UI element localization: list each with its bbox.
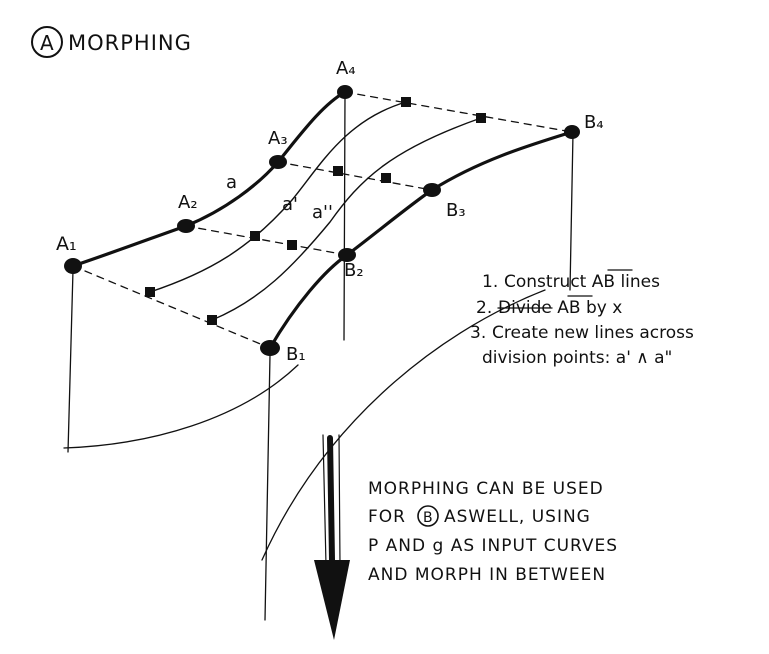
control-points <box>64 85 580 356</box>
curve-a <box>71 90 347 268</box>
arrow-head <box>314 560 350 640</box>
step-1-number: 1. <box>482 272 498 292</box>
arrow-shaft <box>327 435 335 563</box>
note-line-2-suffix: ASWELL, USING <box>444 507 591 527</box>
division-marker <box>145 287 155 297</box>
note-badge-circle <box>417 505 439 527</box>
dashed-line-1 <box>72 265 271 349</box>
label-a4: A₄ <box>336 58 356 79</box>
intermediate-curves <box>149 101 482 321</box>
division-marker <box>250 231 260 241</box>
down-arrow <box>314 434 350 640</box>
title-badge-circle <box>31 26 63 58</box>
vertical-line-a1 <box>67 269 74 453</box>
division-marker <box>207 315 217 325</box>
vertical-line-a4 <box>343 94 346 341</box>
curve-a-double-prime <box>211 117 482 321</box>
note-badge-letter: B <box>423 510 433 526</box>
note-line-3: P AND g AS INPUT CURVES <box>368 536 618 556</box>
base-curves <box>63 289 546 561</box>
division-marker <box>333 166 343 176</box>
division-marker <box>476 113 486 123</box>
title-badge-letter: A <box>40 31 54 55</box>
note-line-1: MORPHING CAN BE USED <box>368 479 604 499</box>
step-3-continuation: division points: a' ∧ a" <box>482 348 672 368</box>
step-2-text: Divide AB by x <box>498 298 622 318</box>
vertical-line-b1 <box>264 354 271 621</box>
note-line-4: AND MORPH IN BETWEEN <box>368 565 606 585</box>
point-a2 <box>177 219 195 233</box>
title-group: A MORPHING <box>31 26 192 58</box>
label-b3: B₃ <box>446 200 466 221</box>
point-b3 <box>423 183 441 197</box>
base-curve-left <box>63 364 299 449</box>
step-3-number: 3. <box>470 323 486 343</box>
vertical-lines <box>67 94 574 621</box>
note-line-2-prefix: FOR <box>368 507 406 527</box>
step-2-number: 2. <box>476 298 492 318</box>
point-a4 <box>337 85 353 99</box>
label-curve-a: a <box>226 172 237 193</box>
division-markers <box>145 97 486 325</box>
vertical-line-b4 <box>569 132 574 291</box>
label-b1: B₁ <box>286 344 306 365</box>
curve-a-prime <box>149 101 407 293</box>
label-b2: B₂ <box>344 260 364 281</box>
step-3-text: Create new lines across <box>492 323 694 343</box>
base-curve-right <box>261 289 546 561</box>
point-b2 <box>338 248 356 262</box>
point-a1 <box>64 258 82 274</box>
point-b1 <box>260 340 280 356</box>
curve-b <box>268 130 574 350</box>
step-1-text: Construct AB lines <box>504 272 660 292</box>
label-curve-a-double-prime: a'' <box>312 202 333 223</box>
steps-list: 1. Construct AB lines 2. Divide AB by x … <box>470 269 694 368</box>
point-labels: A₁ A₂ A₃ A₄ B₁ B₂ B₃ B₄ <box>56 58 604 365</box>
division-marker <box>401 97 411 107</box>
label-b4: B₄ <box>584 112 604 133</box>
morph-note: MORPHING CAN BE USED FOR B ASWELL, USING… <box>368 479 618 585</box>
label-curve-a-prime: a' <box>282 194 298 215</box>
main-curves <box>71 90 574 350</box>
point-b4 <box>564 125 580 139</box>
label-a3: A₃ <box>268 128 288 149</box>
division-lines <box>72 91 573 349</box>
label-a1: A₁ <box>56 233 77 255</box>
division-marker <box>381 173 391 183</box>
dashed-line-3 <box>277 161 433 191</box>
division-marker <box>287 240 297 250</box>
label-a2: A₂ <box>178 192 198 213</box>
arrow-shaft-outline <box>322 434 341 566</box>
curve-labels: a a' a'' <box>226 172 333 223</box>
title-text: MORPHING <box>68 31 192 55</box>
dashed-line-2 <box>185 225 348 256</box>
dashed-line-4 <box>344 91 573 133</box>
point-a3 <box>269 155 287 169</box>
